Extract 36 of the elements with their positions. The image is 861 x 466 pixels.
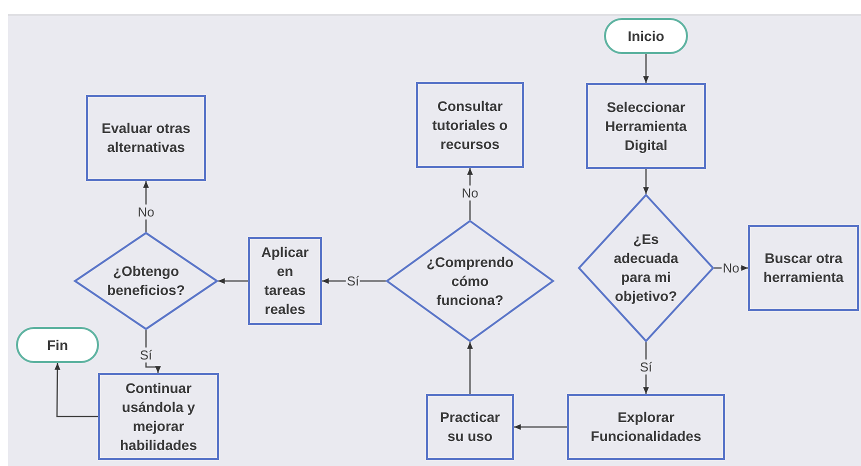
arrow [643, 54, 649, 83]
node-text: Seleccionar Herramienta Digital [604, 98, 688, 154]
node-text: Evaluar otras alternativas [100, 119, 192, 157]
node-text: Fin [47, 336, 68, 354]
arrow [467, 342, 473, 394]
arrow [54, 363, 98, 418]
arrow [514, 424, 567, 430]
process-box [748, 225, 859, 311]
node-text: Explorar Funcionalidades [590, 408, 702, 446]
edge-label: No [136, 204, 156, 220]
process-box [586, 83, 706, 169]
node-text: ¿Comprendo cómo funciona? [425, 252, 515, 310]
node-text: Practicar su uso [439, 408, 501, 446]
process-box [416, 82, 524, 168]
terminal-pill [604, 18, 688, 54]
process-box [86, 95, 206, 181]
process-box [567, 394, 725, 460]
node-text: ¿Es adecuada para mi objetivo? [612, 230, 680, 306]
arrow [218, 278, 248, 284]
node-text: Consultar tutoriales o recursos [431, 96, 509, 154]
terminal-pill [16, 327, 99, 363]
node-text: Buscar otra herramienta [762, 249, 845, 287]
arrow [643, 169, 649, 194]
edge-label: Sí [638, 360, 654, 374]
node-text: Continuar usándola y mejorar habilidades [118, 378, 198, 454]
edge-label: Sí [138, 348, 154, 362]
process-box [426, 394, 514, 460]
edge-label: No [460, 186, 480, 200]
node-text: ¿Obtengo beneficios? [106, 262, 186, 300]
edge-label: No [722, 260, 740, 276]
edge-label: Sí [346, 274, 360, 288]
node-text: Aplicar en tareas reales [260, 243, 310, 319]
process-box [98, 373, 219, 460]
arrow [322, 278, 386, 284]
process-box [248, 237, 322, 325]
node-text: Inicio [628, 26, 664, 46]
